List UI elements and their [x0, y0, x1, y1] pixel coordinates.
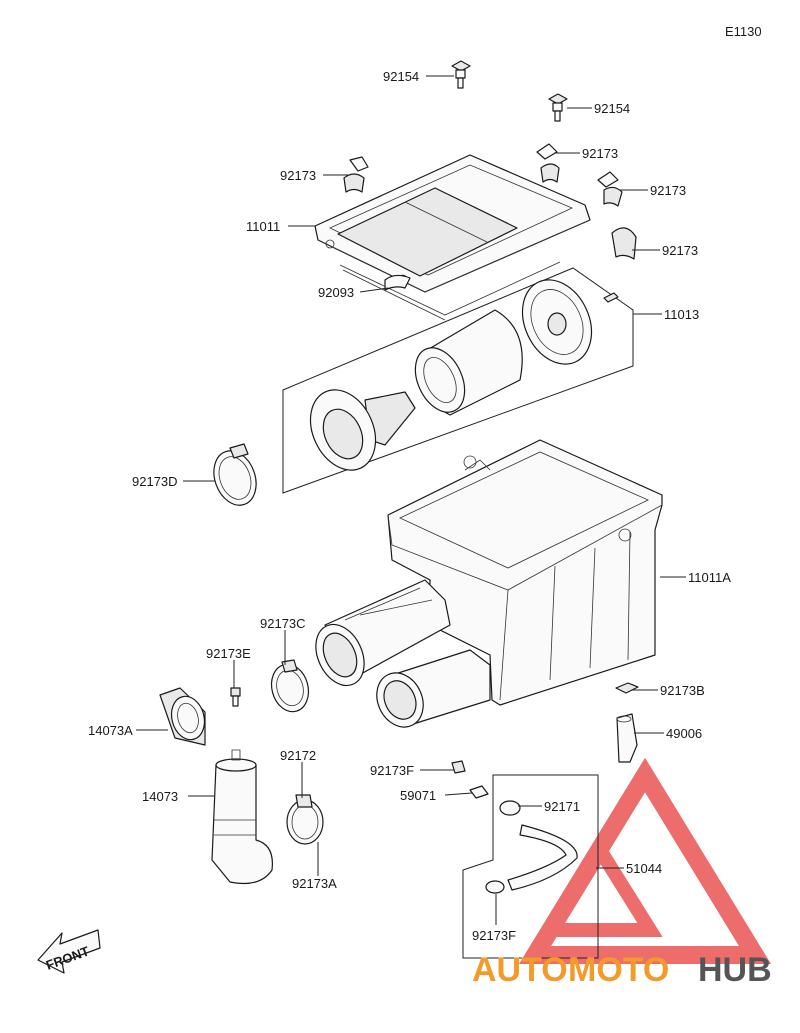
- callout-92173-left: 92173: [280, 168, 316, 183]
- gasket-92093: [339, 261, 561, 321]
- bolt-92154-right: [548, 93, 568, 122]
- callout-92093: 92093: [318, 285, 354, 300]
- callout-92173F: 92173F: [370, 763, 414, 778]
- callout-92173E: 92173E: [206, 646, 251, 661]
- clamp-92173D: [213, 443, 257, 506]
- callout-92173D: 92173D: [132, 474, 178, 489]
- callout-11011A: 11011A: [688, 570, 731, 585]
- callout-92172: 92172: [280, 748, 316, 763]
- duct-14073A: [159, 687, 206, 746]
- watermark-logo-icon: [518, 757, 772, 964]
- callout-59071: 59071: [400, 788, 436, 803]
- duct-14073: [211, 749, 274, 885]
- callout-92173B: 92173B: [660, 683, 705, 698]
- callout-92154-top: 92154: [383, 69, 419, 84]
- diagram-code: E1130: [725, 24, 762, 39]
- callout-92173-r1: 92173: [582, 146, 618, 161]
- clip-92173-r2: [597, 171, 623, 207]
- callout-92173F-lower: 92173F: [472, 928, 516, 943]
- drain-49006: [616, 713, 638, 763]
- air-cleaner-case-11011A: [387, 439, 663, 706]
- element-assembly-11013: [282, 267, 634, 494]
- intake-duct-upper: [315, 579, 451, 687]
- watermark-word-moto: MOTO: [568, 951, 669, 989]
- callout-14073: 14073: [142, 789, 178, 804]
- clip-92173-r1: [536, 143, 560, 183]
- callout-labels: 92154 92154 92173 92173 92173 92173 1101…: [88, 69, 731, 943]
- callout-11011: 11011: [246, 219, 280, 234]
- front-arrow-icon: FRONT: [37, 929, 101, 974]
- callout-92173C: 92173C: [260, 616, 306, 631]
- clip-92173-left: [343, 156, 369, 193]
- callout-92154-right: 92154: [594, 101, 630, 116]
- clip-92173E: [230, 687, 241, 707]
- hose-group-51044: [462, 774, 599, 959]
- callout-11013: 11013: [664, 307, 699, 322]
- callout-92173-r3: 92173: [662, 243, 698, 258]
- bolt-92154-top: [451, 60, 471, 89]
- clamp-92173C: [270, 659, 310, 713]
- air-cleaner-lid-11011: [314, 154, 591, 293]
- callout-92171: 92171: [544, 799, 580, 814]
- clip-92173F: [451, 760, 466, 774]
- callout-49006: 49006: [666, 726, 702, 741]
- callout-51044: 51044: [626, 861, 662, 876]
- leader-lines: [136, 75, 686, 925]
- watermark-word-hub: HUB: [698, 951, 772, 989]
- watermark-wordmark: AUTO MOTO HUB: [472, 951, 772, 989]
- clip-92173-r3: [611, 227, 637, 260]
- callout-92173-r2: 92173: [650, 183, 686, 198]
- plug-59071: [469, 785, 489, 799]
- callout-92173A: 92173A: [292, 876, 337, 891]
- callout-14073A: 14073A: [88, 723, 133, 738]
- watermark-word-auto: AUTO: [472, 951, 568, 989]
- clamp-92172-92173A: [286, 794, 324, 845]
- outlet-duct-lower: [376, 649, 491, 728]
- clip-92173B: [615, 682, 639, 694]
